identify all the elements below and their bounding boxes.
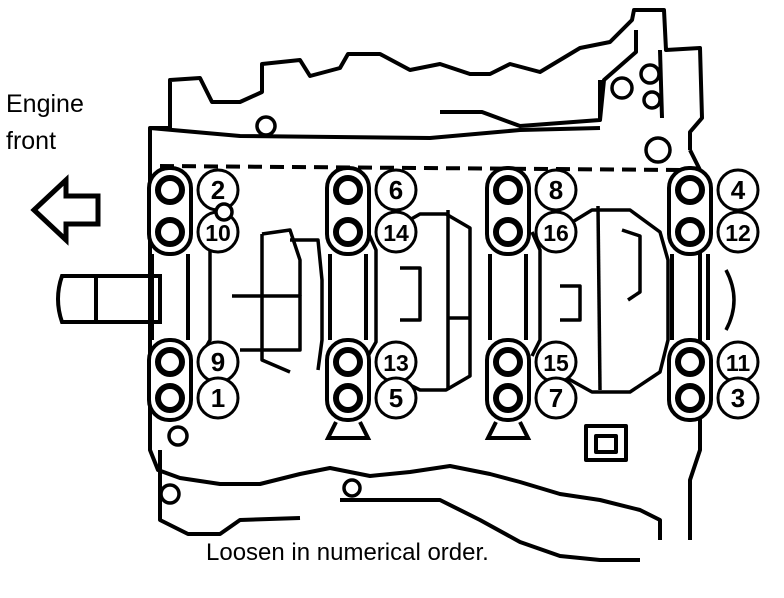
engine-front-label-line1: Engine xyxy=(6,90,84,118)
bolt-callout-number-8: 8 xyxy=(549,175,563,205)
left-arrow-outline-icon xyxy=(30,174,101,246)
bearing-web-c4 xyxy=(670,254,710,340)
bolt-callout-12: 12 xyxy=(716,210,760,254)
bolt-hole-c2-lower-b xyxy=(333,383,363,413)
bearing-cap-bodies xyxy=(198,205,736,394)
bolt-callout-2: 2 xyxy=(196,168,240,212)
bolt-hole-c1-upper-b xyxy=(155,217,185,247)
bolt-hole-c3-lower-b xyxy=(493,383,523,413)
bolt-hole-c3-lower-a xyxy=(493,347,523,377)
bolt-callout-circle-7 xyxy=(534,376,578,420)
bolt-callout-circle-4 xyxy=(716,168,760,212)
bolt-callout-number-15: 15 xyxy=(543,350,569,376)
bolt-callout-circle-16 xyxy=(534,210,578,254)
instruction-text: Loosen in numerical order. xyxy=(206,539,489,566)
bolt-callout-number-14: 14 xyxy=(383,220,409,246)
cap-foot-2 xyxy=(484,421,532,440)
bolt-hole-c4-upper-a xyxy=(675,175,705,205)
bolt-callout-5: 5 xyxy=(374,376,418,420)
bolt-hole-c2-upper-b xyxy=(333,217,363,247)
bolt-callout-circle-1 xyxy=(196,376,240,420)
bolt-callout-3: 3 xyxy=(716,376,760,420)
bolt-callout-circle-3 xyxy=(716,376,760,420)
bolt-hole-c3-upper-b xyxy=(493,217,523,247)
bolt-callout-circle-12 xyxy=(716,210,760,254)
bolt-callout-circle-14 xyxy=(374,210,418,254)
bearing-web-c2 xyxy=(328,254,368,340)
bolt-hole-c4-upper-b xyxy=(675,217,705,247)
bolt-hole-c4-lower-b xyxy=(675,383,705,413)
bolt-callout-11: 11 xyxy=(716,340,760,384)
bolt-callout-number-9: 9 xyxy=(211,347,225,377)
bolt-hole-c2-upper-a xyxy=(333,175,363,205)
bolt-callout-16: 16 xyxy=(534,210,578,254)
bolt-callout-number-3: 3 xyxy=(731,383,745,413)
bolt-callout-number-16: 16 xyxy=(543,220,569,246)
cylinder-block-outline xyxy=(148,8,704,562)
bolt-callout-4: 4 xyxy=(716,168,760,212)
bolt-callout-number-11: 11 xyxy=(726,350,751,376)
bolt-callout-15: 15 xyxy=(534,340,578,384)
bearing-web-c3 xyxy=(488,254,528,340)
bolt-callout-number-1: 1 xyxy=(211,383,225,413)
bolt-hole-c3-upper-a xyxy=(493,175,523,205)
bolt-columns xyxy=(147,166,713,440)
engine-front-label: Engine front xyxy=(6,90,84,155)
bolt-callout-circle-6 xyxy=(374,168,418,212)
engine-front-label-line2: front xyxy=(6,127,56,155)
bolt-callout-number-13: 13 xyxy=(383,350,409,376)
cap-foot-1 xyxy=(324,421,372,440)
bolt-hole-c4-lower-a xyxy=(675,347,705,377)
bolt-callout-6: 6 xyxy=(374,168,418,212)
bolt-callout-number-7: 7 xyxy=(549,383,563,413)
bolt-callout-14: 14 xyxy=(374,210,418,254)
crankshaft-nose xyxy=(56,274,162,324)
bolt-callout-number-5: 5 xyxy=(389,383,403,413)
bolt-callout-9: 9 xyxy=(196,340,240,384)
bolt-hole-c1-upper-a xyxy=(155,175,185,205)
bearing-web-c1 xyxy=(150,254,190,340)
casting-holes xyxy=(159,63,672,505)
bolt-callout-number-12: 12 xyxy=(725,220,751,246)
bolt-hole-c1-lower-b xyxy=(155,383,185,413)
bolt-callout-1: 1 xyxy=(196,376,240,420)
bolt-hole-c2-lower-a xyxy=(333,347,363,377)
bolt-callout-circle-8 xyxy=(534,168,578,212)
bolt-callout-13: 13 xyxy=(374,340,418,384)
bolt-hole-c1-lower-a xyxy=(155,347,185,377)
bolt-callout-circle-5 xyxy=(374,376,418,420)
bolt-callout-number-10: 10 xyxy=(205,220,231,246)
bolt-callout-8: 8 xyxy=(534,168,578,212)
bolt-callout-number-6: 6 xyxy=(389,175,403,205)
bolt-callout-number-2: 2 xyxy=(211,175,225,205)
bolt-callout-number-4: 4 xyxy=(731,175,746,205)
bolt-callout-7: 7 xyxy=(534,376,578,420)
